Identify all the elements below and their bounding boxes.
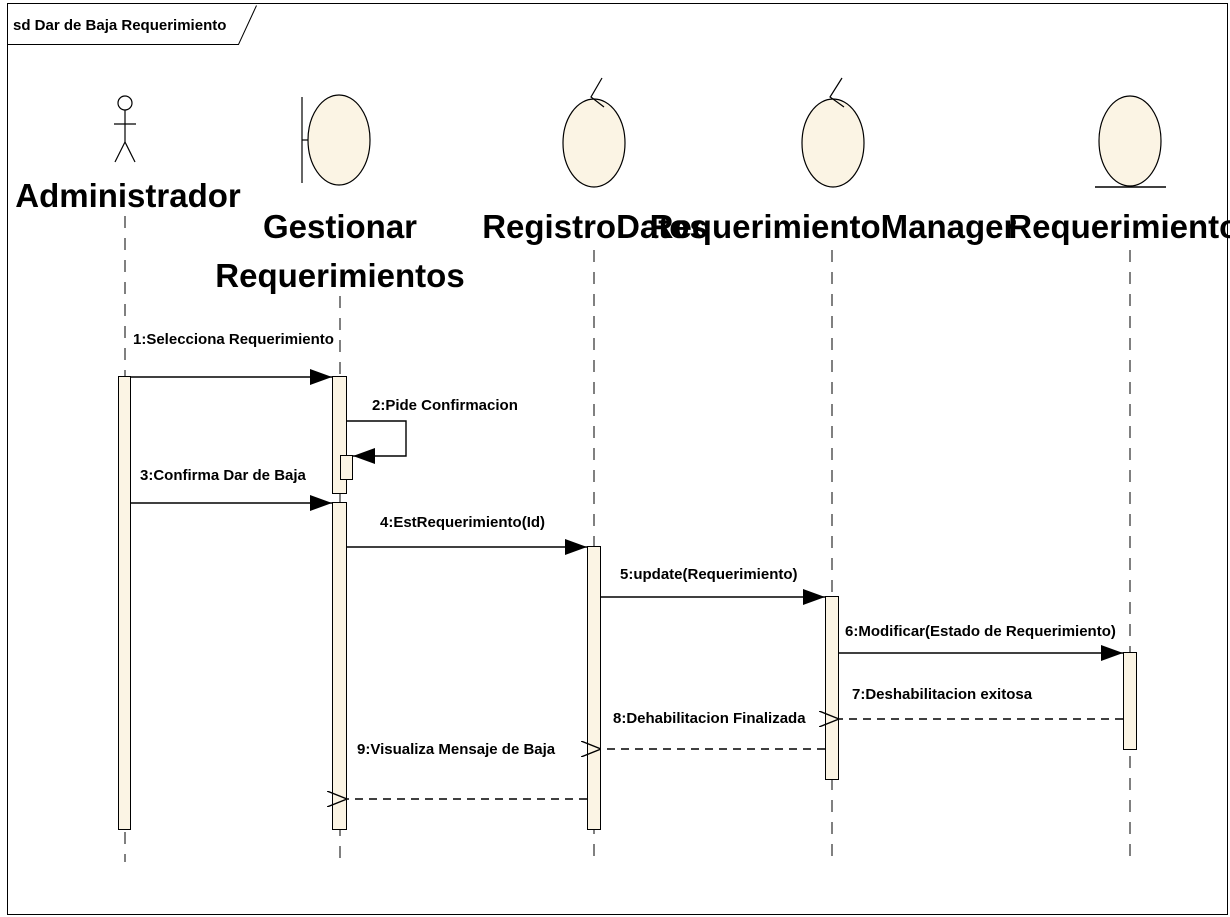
- message-label-6: 6:Modificar(Estado de Requerimiento): [845, 623, 1116, 640]
- boundary-icon: [301, 94, 371, 186]
- activation-administrador: [118, 376, 131, 830]
- activation-gestionar-2: [332, 502, 347, 830]
- lifeline-name-requerimientos-line2: Requerimientos: [215, 257, 464, 294]
- lifeline-name-administrador: Administrador: [15, 177, 241, 214]
- message-label-8: 8:Dehabilitacion Finalizada: [613, 710, 806, 727]
- message-label-9: 9:Visualiza Mensaje de Baja: [357, 741, 556, 758]
- lifeline-name-requerimiento-manager: RequerimientoManager: [650, 208, 1017, 245]
- activation-requerimiento-manager: [825, 596, 839, 780]
- activation-gestionar-self: [340, 455, 353, 480]
- frame-border: [7, 3, 1228, 915]
- lifeline-name-requerimientos: Requerimientos: [1008, 208, 1230, 245]
- activation-requerimientos: [1123, 652, 1137, 750]
- activation-registro-datos: [587, 546, 601, 830]
- control-icon: [801, 77, 865, 188]
- lifelines: [124, 216, 1131, 862]
- message-label-1: 1:Selecciona Requerimiento: [133, 331, 334, 348]
- activation-bars: [118, 376, 1137, 830]
- lifeline-name-gestionar: Gestionar: [263, 208, 417, 245]
- frame-title-tab: [7, 5, 257, 45]
- message-arrow-2: [347, 420, 407, 464]
- message-label-7: 7:Deshabilitacion exitosa: [852, 686, 1033, 703]
- message-label-4: 4:EstRequerimiento(Id): [380, 514, 545, 531]
- administrador-actor-icon: [114, 95, 136, 163]
- message-label-3: 3:Confirma Dar de Baja: [140, 467, 307, 484]
- message-label-2: 2:Pide Confirmacion: [372, 397, 518, 414]
- message-label-5: 5:update(Requerimiento): [620, 566, 798, 583]
- entity-icon: [1095, 95, 1166, 188]
- lifeline-name-registro-datos: RegistroDatos: [482, 208, 708, 245]
- frame-title: sd Dar de Baja Requerimiento: [13, 17, 226, 34]
- control-icon: [562, 77, 626, 188]
